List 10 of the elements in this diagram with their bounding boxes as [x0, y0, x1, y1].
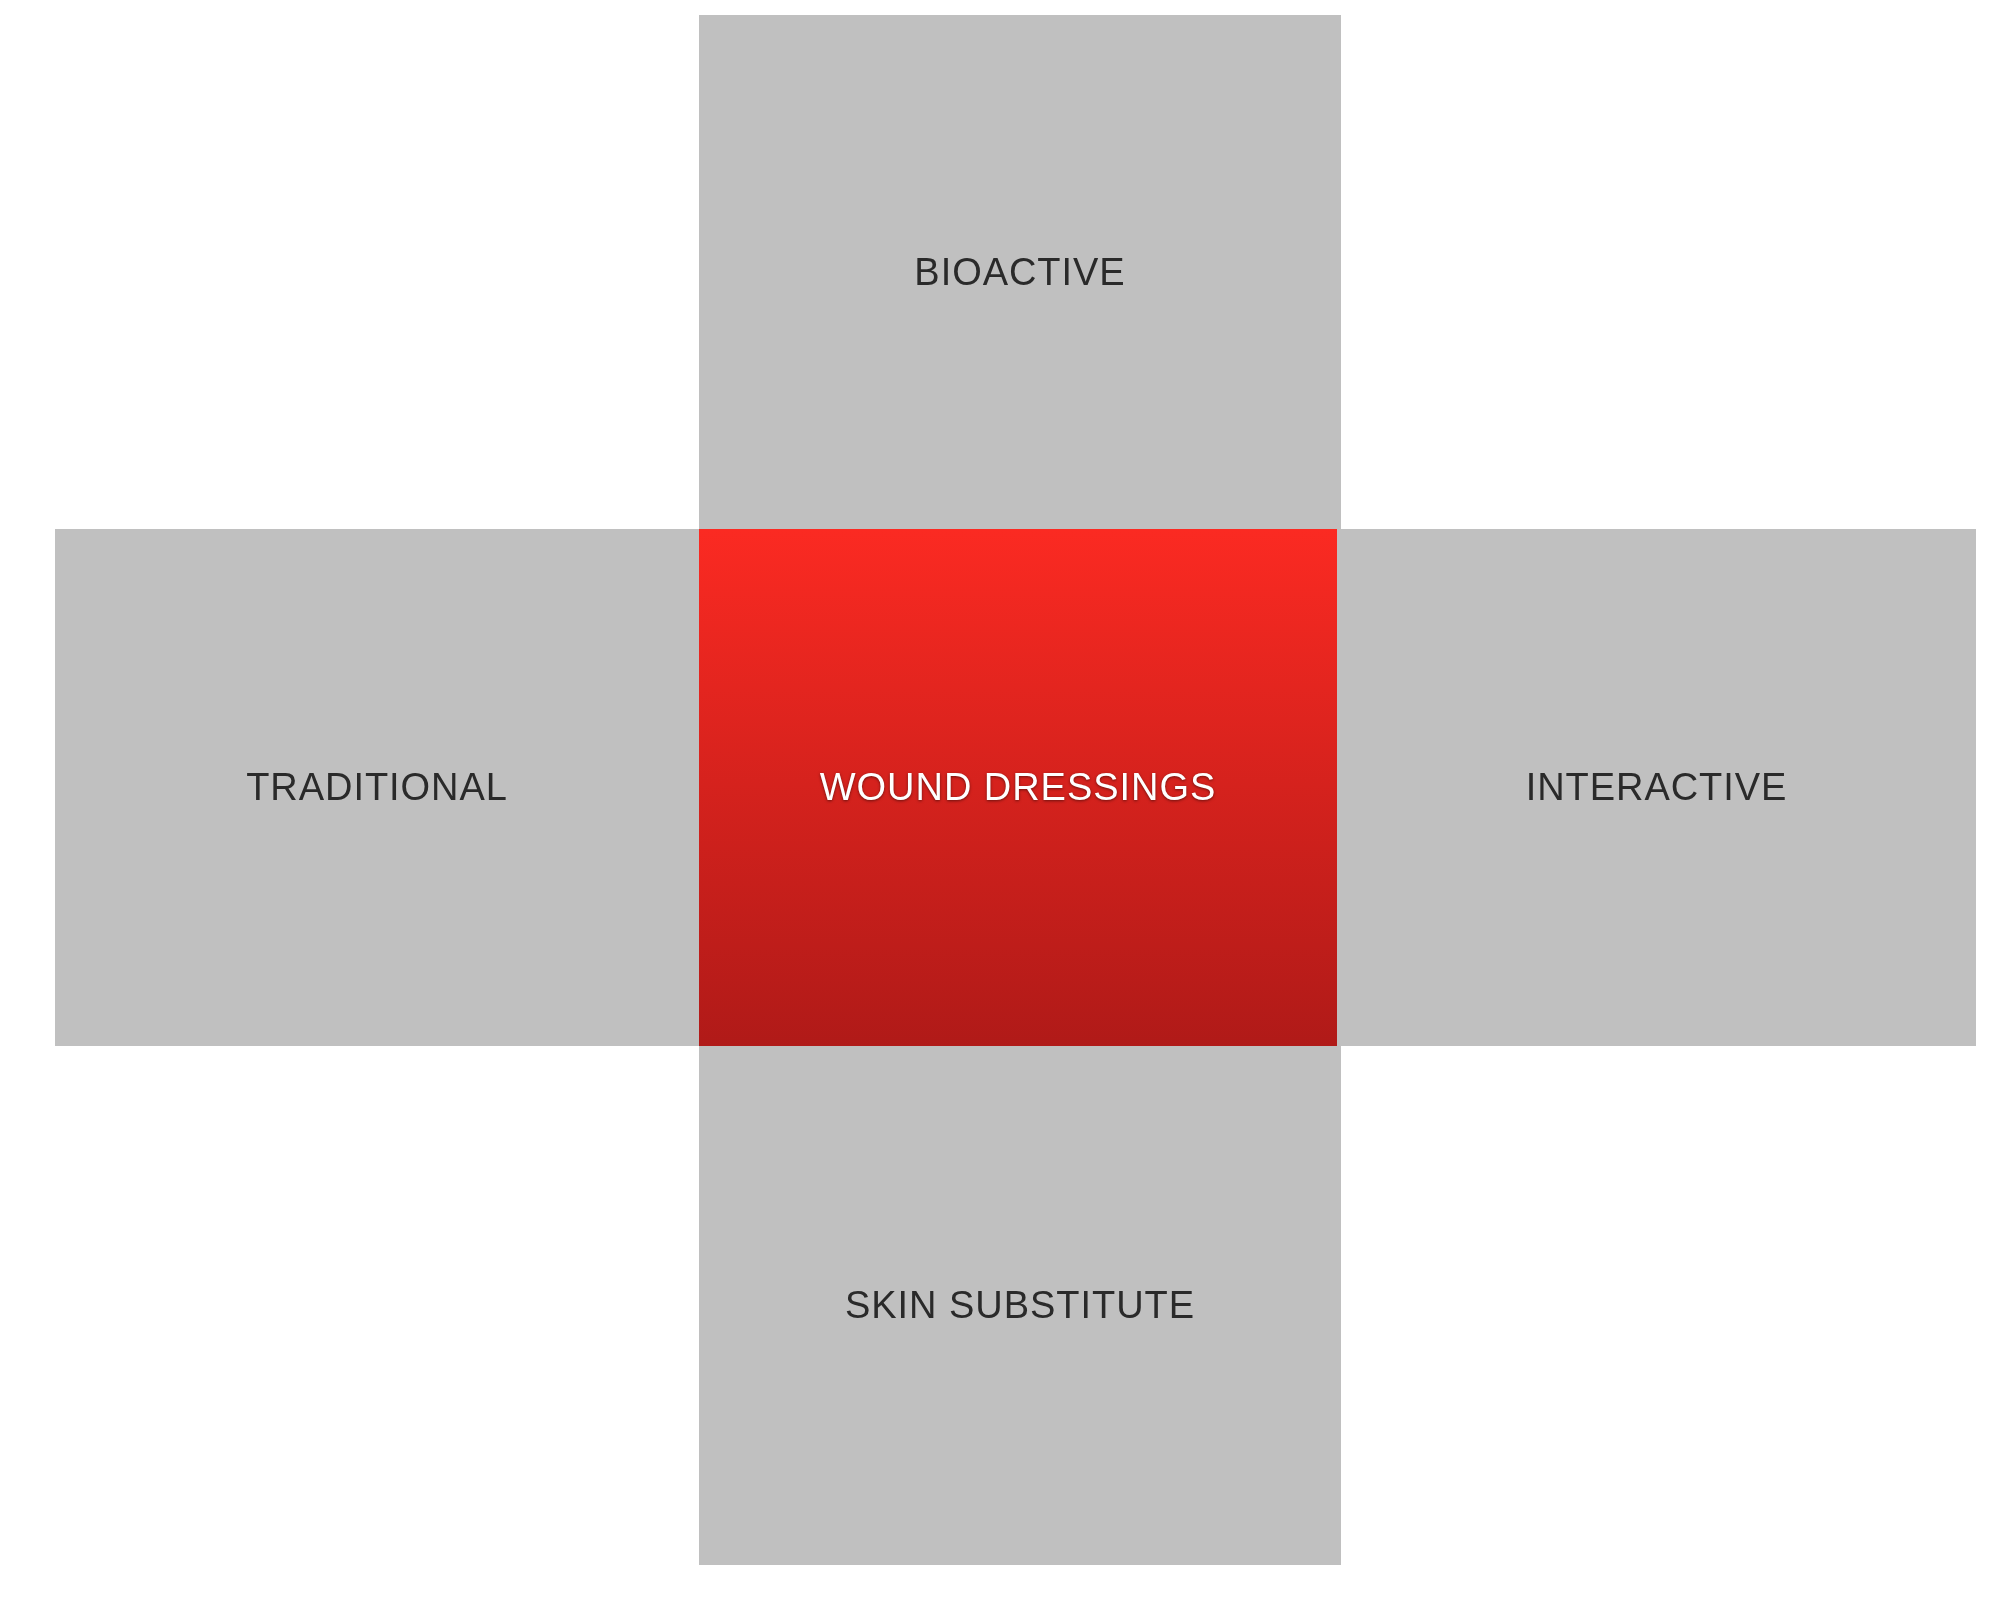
- box-label: INTERACTIVE: [1525, 765, 1788, 810]
- box-label: SKIN SUBSTITUTE: [845, 1283, 1195, 1328]
- box-label: WOUND DRESSINGS: [819, 765, 1217, 810]
- central-box: [699, 529, 1337, 1046]
- category-box: [699, 1046, 1341, 1565]
- category-box: [55, 529, 699, 1046]
- category-box: [699, 15, 1341, 529]
- box-label: BIOACTIVE: [914, 249, 1126, 295]
- box-label: TRADITIONAL: [246, 765, 508, 810]
- category-box: [1337, 529, 1976, 1046]
